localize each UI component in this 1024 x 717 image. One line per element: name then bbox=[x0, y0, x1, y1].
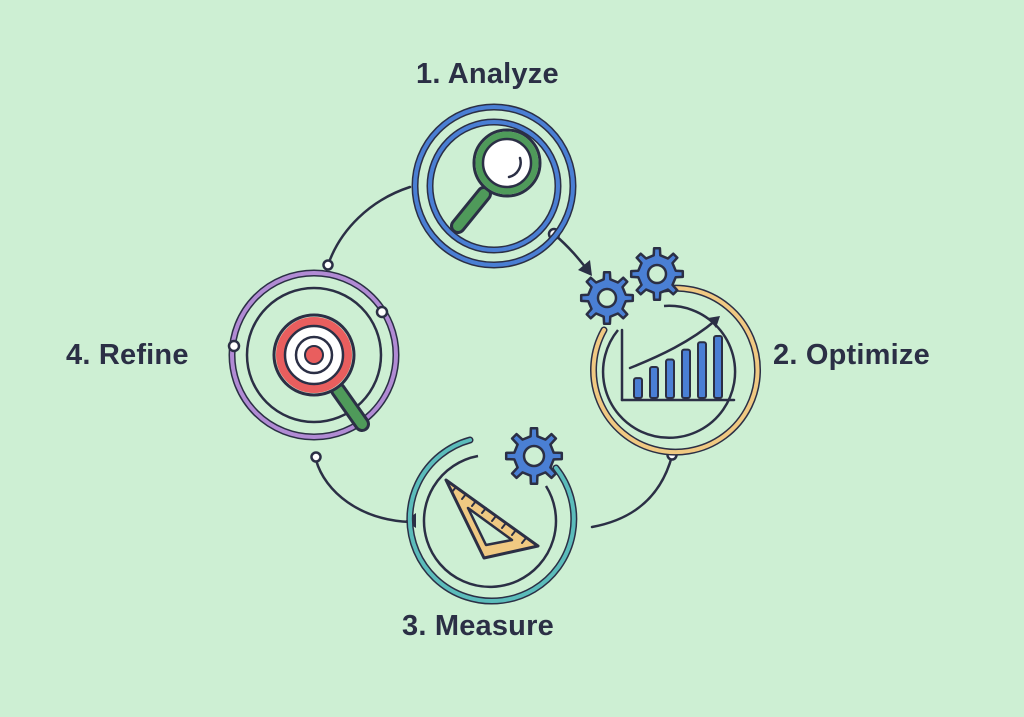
connector-optimize-to-measure bbox=[590, 454, 674, 529]
refine-ring bbox=[230, 271, 398, 439]
analyze-ring bbox=[413, 105, 575, 267]
gear-hole bbox=[596, 287, 618, 309]
connector-refine-to-analyze bbox=[326, 185, 412, 267]
step-label-analyze: 1. Analyze bbox=[416, 58, 559, 90]
connector-measure-to-refine bbox=[314, 458, 412, 524]
magnifier-icon bbox=[450, 128, 542, 234]
step-measure-node bbox=[406, 426, 578, 605]
chart-bar bbox=[665, 358, 675, 399]
target-magnifier-icon bbox=[272, 313, 370, 432]
optimize-ring bbox=[591, 286, 760, 455]
gear-icon bbox=[504, 426, 564, 486]
refine-inner-ring bbox=[245, 286, 383, 424]
chart-bar bbox=[697, 341, 707, 400]
step-analyze-node bbox=[411, 103, 577, 269]
chart-bars bbox=[633, 335, 723, 400]
gear-hole bbox=[646, 263, 668, 285]
gears-icon bbox=[579, 246, 685, 326]
step-label-refine: 4. Refine bbox=[66, 339, 189, 371]
chart-bar bbox=[649, 366, 659, 399]
endpoint-refine-bottom bbox=[310, 451, 322, 463]
step-optimize-node bbox=[579, 246, 761, 456]
growth-chart-icon bbox=[620, 316, 736, 402]
analyze-inner-ring bbox=[428, 120, 560, 252]
set-square-icon bbox=[444, 478, 540, 560]
measure-ring bbox=[407, 438, 576, 603]
arrowhead-optimize bbox=[578, 260, 592, 276]
step-refine-node bbox=[227, 269, 400, 441]
chart-bar bbox=[681, 348, 691, 400]
chart-bar bbox=[633, 377, 643, 400]
step-label-measure: 3. Measure bbox=[402, 610, 554, 642]
measure-inner-ring bbox=[422, 454, 558, 589]
chart-bar bbox=[713, 335, 723, 399]
gear-hole bbox=[522, 444, 546, 468]
step-label-optimize: 2. Optimize bbox=[773, 339, 930, 371]
endpoint-refine-top bbox=[322, 259, 334, 271]
